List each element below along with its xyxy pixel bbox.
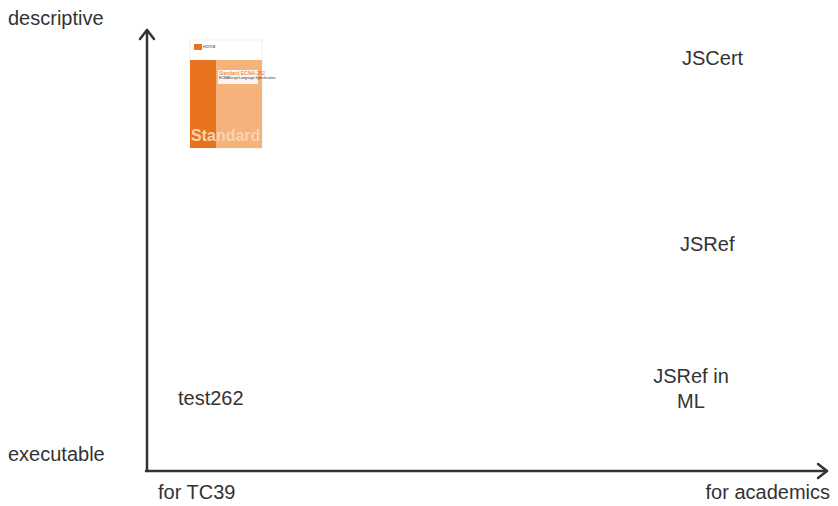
cover-watermark: Standard <box>191 127 260 145</box>
point-label: JSCert <box>682 46 743 71</box>
point-label: JSRef <box>680 232 734 257</box>
point-label: test262 <box>178 386 244 411</box>
ecma-logo <box>194 44 202 50</box>
cover-text: Standard ECMA-262 <box>219 71 265 77</box>
standard-cover <box>190 40 262 148</box>
cover-text: ecma <box>203 44 215 50</box>
cover-text: ECMAScript Language Specification <box>219 77 275 81</box>
point-label: JSRef in ML <box>648 364 734 414</box>
cover-page <box>190 40 262 148</box>
axis-label: for academics <box>706 480 831 505</box>
axis-label: executable <box>8 442 105 467</box>
axis-arrowhead <box>818 464 827 478</box>
horizontal-axis <box>146 470 827 473</box>
vertical-axis <box>146 30 149 471</box>
axis-label: for TC39 <box>158 480 235 505</box>
axis-arrowhead <box>140 30 154 39</box>
axis-label: descriptive <box>8 6 104 31</box>
